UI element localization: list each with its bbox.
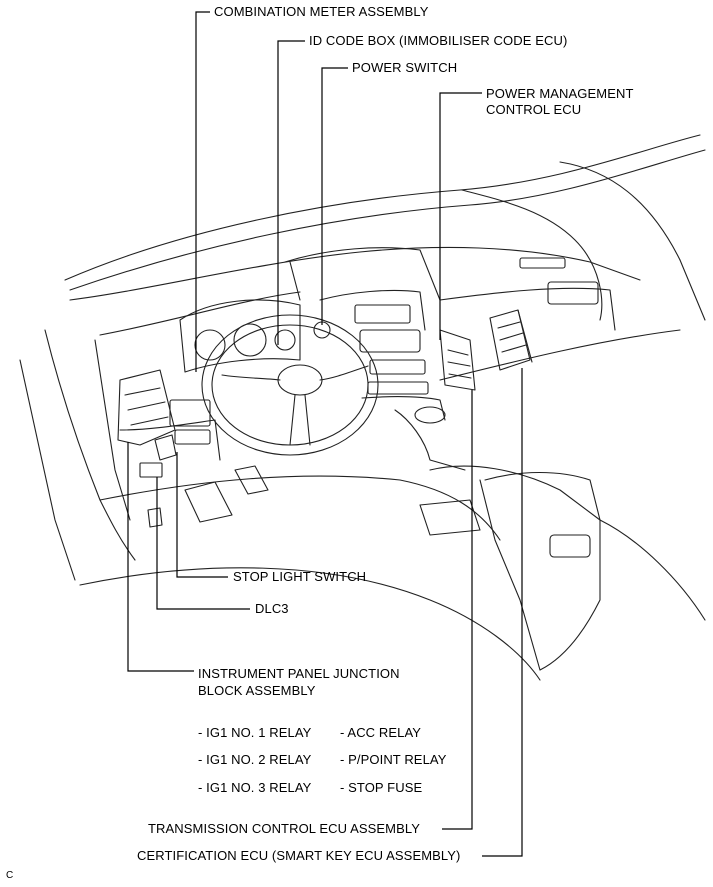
relay-item: - IG1 NO. 2 RELAY — [198, 752, 312, 767]
label-dlc3: DLC3 — [255, 601, 289, 616]
label-id-code-box: ID CODE BOX (IMMOBILISER CODE ECU) — [309, 33, 568, 48]
relay-item: - IG1 NO. 1 RELAY — [198, 725, 312, 740]
relay-item: - STOP FUSE — [340, 780, 423, 795]
label-junction-block-line1: INSTRUMENT PANEL JUNCTION — [198, 666, 400, 681]
relay-item: - IG1 NO. 3 RELAY — [198, 780, 312, 795]
label-power-management-line1: POWER MANAGEMENT — [486, 86, 634, 101]
corner-code: C — [6, 870, 14, 881]
relay-item: - P/POINT RELAY — [340, 752, 447, 767]
label-power-switch: POWER SWITCH — [352, 60, 458, 75]
label-stop-light-switch: STOP LIGHT SWITCH — [233, 569, 367, 584]
label-transmission-ecu: TRANSMISSION CONTROL ECU ASSEMBLY — [148, 821, 421, 836]
label-power-management-line2: CONTROL ECU — [486, 102, 582, 117]
label-certification-ecu: CERTIFICATION ECU (SMART KEY ECU ASSEMBL… — [137, 848, 461, 863]
label-combination-meter: COMBINATION METER ASSEMBLY — [214, 4, 429, 19]
relay-item: - ACC RELAY — [340, 725, 422, 740]
label-junction-block-line2: BLOCK ASSEMBLY — [198, 683, 316, 698]
